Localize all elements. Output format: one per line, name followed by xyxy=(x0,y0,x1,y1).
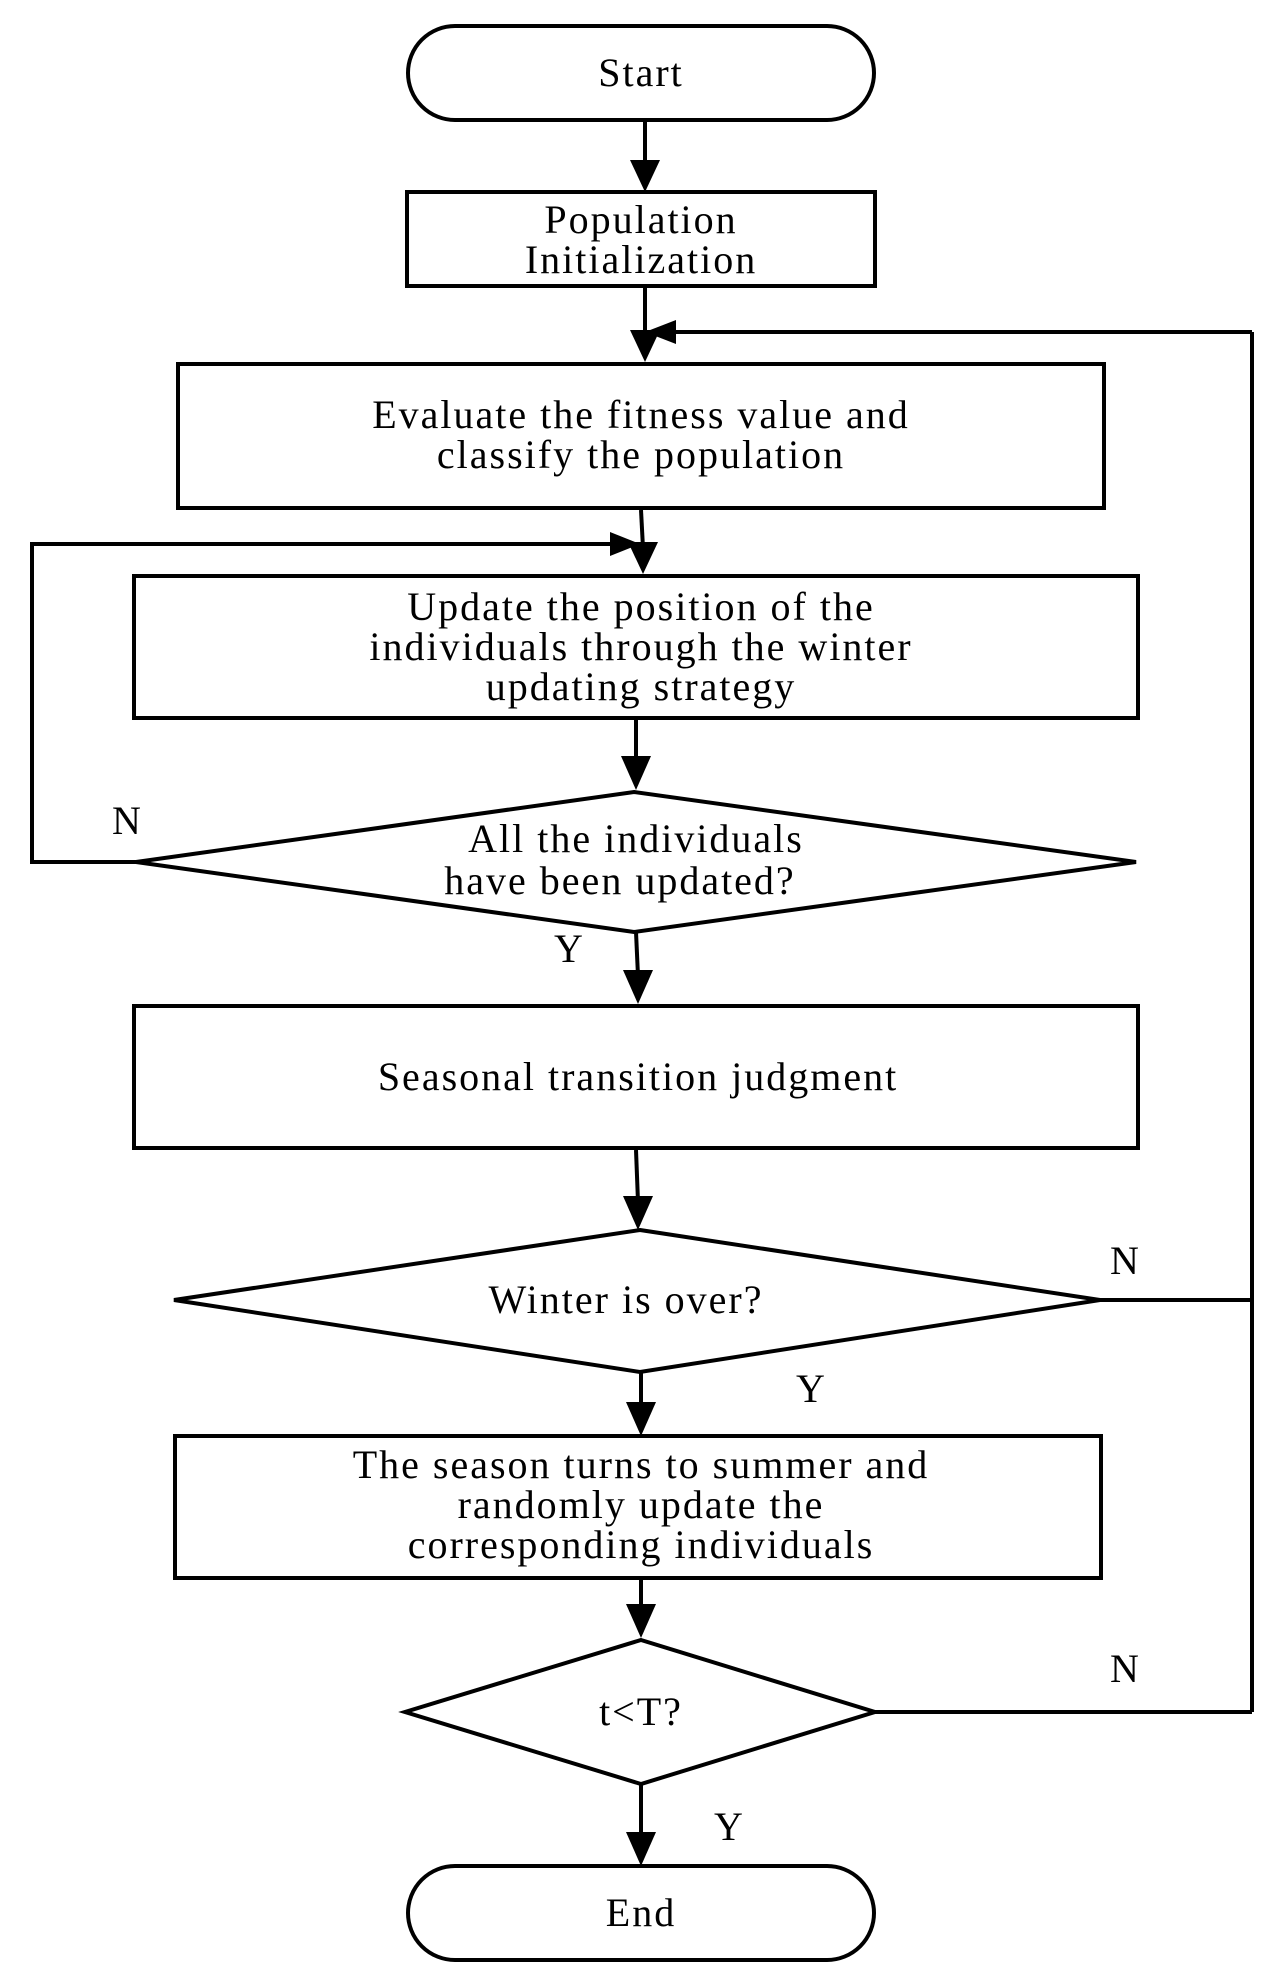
arrowhead xyxy=(630,330,660,362)
all-updated-yes-label: Y xyxy=(554,926,585,971)
init-node: Population Initialization xyxy=(405,190,877,288)
winter-update-label-line-2: individuals through the winter xyxy=(369,624,912,669)
init-label-line-1: Population xyxy=(544,197,737,242)
all-updated-label-line-2: have been updated? xyxy=(444,858,795,903)
arrowhead xyxy=(623,1196,653,1230)
winter-update-node: Update the position of the individuals t… xyxy=(132,574,1140,720)
arrowhead xyxy=(623,970,653,1004)
start-label: Start xyxy=(598,50,684,95)
edge-seasonal-to-winter-over xyxy=(634,1149,640,1203)
seasonal-node: Seasonal transition judgment xyxy=(132,1004,1140,1150)
winter-update-label-line-3: updating strategy xyxy=(486,664,797,709)
summer-label-line-3: corresponding individuals xyxy=(408,1522,875,1567)
arrowhead xyxy=(628,542,658,574)
seasonal-label: Seasonal transition judgment xyxy=(378,1054,898,1099)
edge-evaluate-to-winter-update xyxy=(639,509,645,549)
end-label: End xyxy=(606,1890,676,1935)
t-check-decision: t<T? xyxy=(398,1637,882,1787)
winter-update-label-line-1: Update the position of the xyxy=(407,584,874,629)
evaluate-label-line-2: classify the population xyxy=(437,432,845,477)
summer-node: The season turns to summer and randomly … xyxy=(173,1434,1103,1580)
summer-label-line-2: randomly update the xyxy=(458,1482,825,1527)
evaluate-node: Evaluate the fitness value and classify … xyxy=(176,362,1106,510)
end-node: End xyxy=(406,1864,876,1962)
t-check-yes-label: Y xyxy=(714,1804,745,1849)
arrowhead xyxy=(626,1832,656,1866)
edge-all-updated-yes xyxy=(634,931,640,977)
arrowhead xyxy=(626,1402,656,1436)
all-updated-label-line-1: All the individuals xyxy=(468,816,804,861)
winter-over-yes-label: Y xyxy=(796,1366,827,1411)
all-updated-decision: All the individuals have been updated? xyxy=(135,789,1137,935)
t-check-label: t<T? xyxy=(599,1689,683,1734)
winter-over-label: Winter is over? xyxy=(489,1277,764,1322)
start-node: Start xyxy=(406,24,876,122)
winter-over-no-label: N xyxy=(1110,1238,1141,1283)
t-check-no-label: N xyxy=(1110,1646,1141,1691)
arrowhead xyxy=(626,1604,656,1638)
summer-label-line-1: The season turns to summer and xyxy=(353,1442,930,1487)
arrowhead xyxy=(610,532,640,556)
arrowhead xyxy=(630,160,660,192)
all-updated-no-label: N xyxy=(112,798,143,843)
init-label-line-2: Initialization xyxy=(525,237,757,282)
arrowhead xyxy=(621,756,651,790)
arrowhead xyxy=(645,320,676,344)
evaluate-label-line-1: Evaluate the fitness value and xyxy=(372,392,910,437)
winter-over-decision: Winter is over? xyxy=(173,1227,1101,1375)
edge-all-updated-no xyxy=(30,542,618,864)
